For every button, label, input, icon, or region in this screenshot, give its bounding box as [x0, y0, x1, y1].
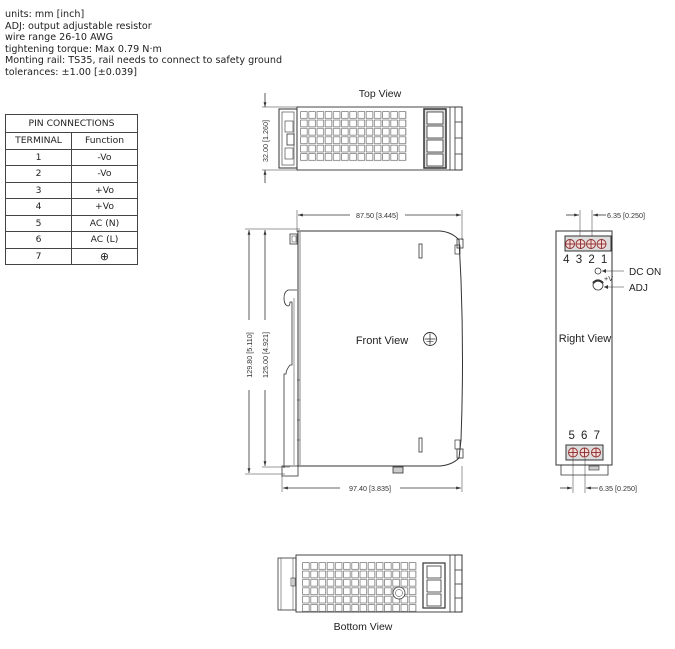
- bottom-view: Bottom View: [277, 554, 463, 633]
- note-tolerances: tolerances: ±1.00 [±0.039]: [5, 66, 137, 78]
- right-view-label: Right View: [559, 333, 611, 345]
- right-bottom-pitch-dim: 6.35 [0.250]: [599, 484, 637, 493]
- adj-marker: +V: [604, 274, 613, 283]
- terminal-screws-bottom: [568, 447, 601, 458]
- spec-notes: units: mm [inch] ADJ: output adjustable …: [5, 9, 282, 79]
- note-adj: ADJ: output adjustable resistor: [5, 20, 152, 32]
- terminal-screws-top: [565, 239, 607, 249]
- front-bottom-width-dim: 97.40 [3.835]: [349, 484, 391, 493]
- right-view: 6.35 [0.250] 4 3 2 1 DC ON +V ADJ Right …: [555, 210, 661, 493]
- ground-icon: ⊕: [71, 247, 138, 265]
- top-height-dim: 32.00 [1.260]: [261, 120, 270, 162]
- dc-on-led-icon: [594, 267, 602, 275]
- top-terminal-numbers: 4 3 2 1: [563, 254, 609, 266]
- top-view: Top View 32.00 [1.260]: [261, 88, 463, 183]
- front-view: 87.50 [3.445] 129.80 [5.110] 125.00 [4.9…: [245, 210, 464, 493]
- ground-screw-icon: [423, 332, 437, 346]
- note-mounting-rail: Monting rail: TS35, rail needs to connec…: [5, 55, 283, 67]
- front-view-label: Front View: [356, 335, 408, 347]
- pin-table-title: PIN CONNECTIONS: [5, 114, 138, 133]
- table-row: 7⊕: [5, 247, 138, 265]
- front-outer-height-dim: 129.80 [5.110]: [245, 332, 254, 377]
- right-top-pitch-dim: 6.35 [0.250]: [607, 211, 645, 220]
- adj-label: ADJ: [629, 283, 648, 294]
- bottom-terminal-numbers: 5 6 7: [568, 430, 601, 442]
- adj-potentiometer-icon: [592, 279, 604, 291]
- note-units: units: mm [inch]: [5, 9, 85, 20]
- dc-on-label: DC ON: [629, 267, 661, 278]
- pin-connections-table: PIN CONNECTIONS TERMINAL Function 1-Vo 2…: [5, 114, 138, 265]
- front-width-dim: 87.50 [3.445]: [356, 211, 398, 220]
- top-view-label: Top View: [359, 88, 402, 100]
- front-inner-height-dim: 125.00 [4.921]: [261, 332, 270, 378]
- note-torque: tightening torque: Max 0.79 N·m: [5, 43, 162, 55]
- table-row: 4+Vo: [5, 198, 138, 216]
- note-wire-range: wire range 26-10 AWG: [5, 32, 114, 44]
- bottom-view-label: Bottom View: [334, 621, 393, 633]
